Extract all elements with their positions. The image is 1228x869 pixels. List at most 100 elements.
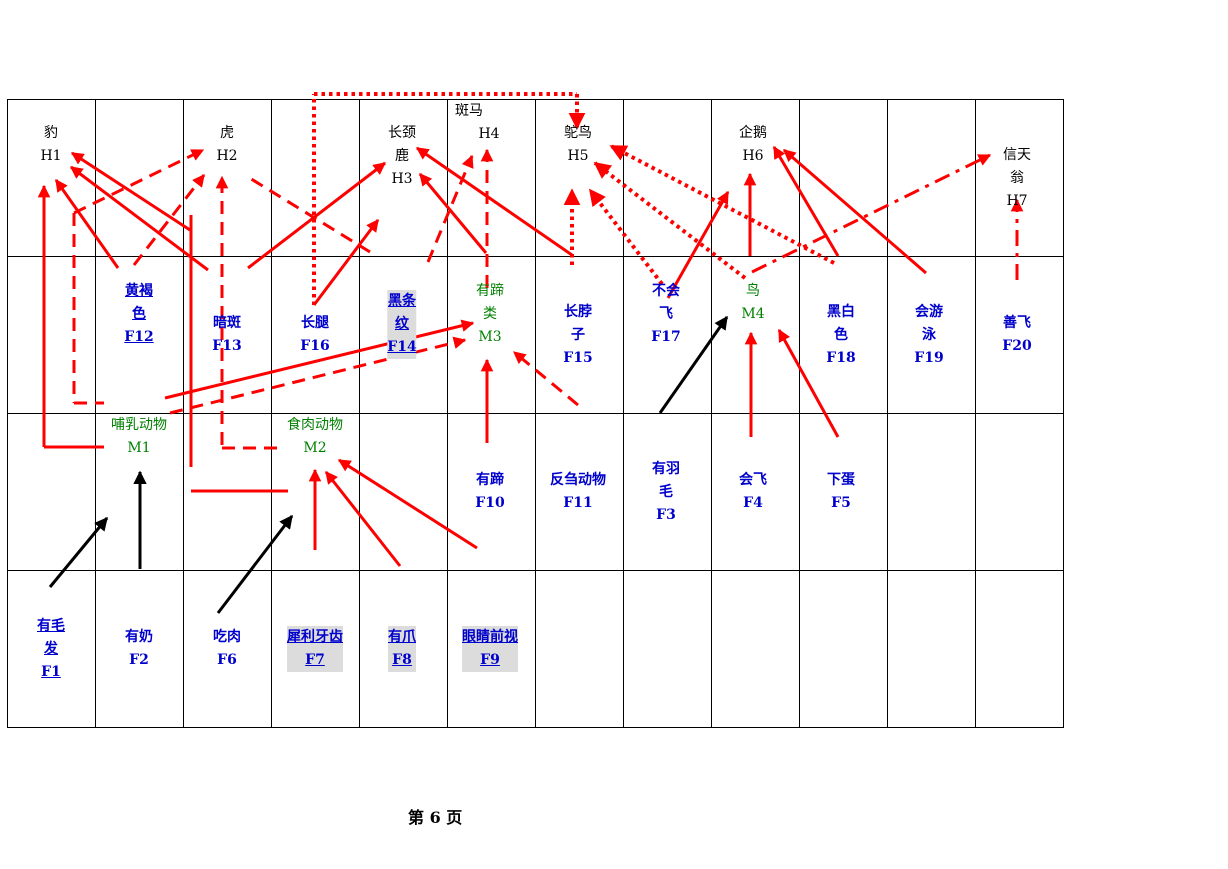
rule-arrow-9 (312, 218, 380, 306)
f12-code: F12 (124, 329, 154, 345)
h7-name-line1: 信天 (1003, 147, 1031, 163)
m3-code: M3 (478, 329, 502, 345)
hypothesis-h5: 鸵鸟 H5 (564, 122, 592, 168)
hypothesis-h3: 长颈 鹿 H3 (388, 122, 416, 191)
f14-line1: 黑条 (387, 290, 417, 313)
m1-code: M1 (127, 440, 151, 456)
rule-grid (7, 99, 1064, 728)
f19-code: F19 (914, 350, 944, 366)
f16-name: 长腿 (300, 315, 329, 331)
f15-code: F15 (563, 350, 593, 366)
f9-name: 眼睛前视 (462, 626, 518, 649)
rule-arrow-32 (337, 458, 478, 550)
f7-code: F7 (287, 649, 343, 672)
fact-f12[interactable]: 黄褐 色 F12 (124, 280, 153, 349)
h4-name: 斑马 (455, 103, 483, 119)
intermediate-m3: 有蹄 类 M3 (476, 280, 504, 349)
rule-arrow-20 (772, 145, 840, 257)
h1-code: H1 (40, 148, 62, 164)
f3-line2: 毛 (659, 484, 673, 500)
rule-arrow-11 (426, 154, 474, 263)
rule-arrow-24 (164, 319, 475, 400)
f18-line1: 黑白 (826, 304, 855, 320)
intermediate-m4: 鸟 M4 (741, 280, 764, 326)
fact-f7[interactable]: 犀利牙齿 F7 (287, 626, 343, 672)
h3-name-line1: 长颈 (388, 125, 416, 141)
f1-line2: 发 (44, 641, 58, 657)
f5-code: F5 (831, 495, 851, 511)
fact-f5: 下蛋 F5 (827, 469, 855, 515)
f12-line1: 黄褐 (124, 283, 153, 299)
rule-arrow-8 (247, 161, 387, 270)
h5-name: 鸵鸟 (564, 125, 592, 141)
fact-f1[interactable]: 有毛 发 F1 (37, 615, 65, 684)
f18-code: F18 (826, 350, 856, 366)
fact-f19: 会游 泳 F19 (914, 301, 943, 370)
f10-code: F10 (475, 495, 505, 511)
m1-name: 哺乳动物 (111, 417, 167, 433)
f16-code: F16 (300, 338, 330, 354)
rule-arrow-10 (418, 173, 488, 254)
rule-arrow-27 (513, 350, 579, 407)
rule-arrow-29 (777, 328, 840, 438)
rule-arrow-22 (751, 153, 992, 274)
f12-line2: 色 (131, 306, 146, 322)
f17-line2: 飞 (658, 306, 673, 322)
m3-line1: 有蹄 (476, 283, 504, 299)
page-footer: 第 6 页 (408, 808, 463, 827)
m2-name: 食肉动物 (287, 417, 343, 433)
h3-code: H3 (391, 171, 413, 187)
f19-line2: 泳 (921, 327, 936, 343)
h6-name: 企鹅 (739, 125, 767, 141)
rule-arrow-31 (324, 471, 402, 567)
f17-line1: 不会 (651, 283, 680, 299)
f18-line2: 色 (833, 327, 848, 343)
f14-line2: 纹 (387, 313, 417, 336)
rule-arrow-42 (48, 516, 109, 588)
intermediate-m1: 哺乳动物 M1 (111, 414, 167, 460)
hypothesis-h4: 斑马 H4 (455, 100, 500, 146)
fact-f3: 有羽 毛 F3 (652, 458, 680, 527)
m2-code: M2 (303, 440, 327, 456)
rule-arrow-4 (132, 174, 206, 266)
f11-code: F11 (563, 495, 593, 511)
fact-f14[interactable]: 黑条 纹 F14 (387, 290, 417, 359)
f3-code: F3 (656, 507, 676, 523)
rule-arrow-21 (783, 148, 927, 275)
f2-name: 有奶 (125, 629, 153, 645)
fact-f16: 长腿 F16 (300, 312, 329, 358)
h2-code: H2 (216, 148, 238, 164)
rule-arrow-45 (658, 315, 729, 414)
f14-code: F14 (387, 336, 417, 359)
fact-f11: 反刍动物 F11 (550, 469, 606, 515)
m4-code: M4 (741, 306, 765, 322)
fact-f18: 黑白 色 F18 (826, 301, 855, 370)
rule-arrow-13 (415, 146, 573, 257)
f5-name: 下蛋 (827, 472, 855, 488)
f2-code: F2 (129, 652, 149, 668)
f20-code: F20 (1002, 338, 1032, 354)
h7-code: H7 (1006, 193, 1028, 209)
h7-name-line2: 翁 (1010, 170, 1024, 186)
f6-code: F6 (217, 652, 237, 668)
fact-f9[interactable]: 眼睛前视 F9 (462, 626, 518, 672)
fact-f8[interactable]: 有爪 F8 (388, 626, 416, 672)
h4-code: H4 (478, 126, 500, 142)
f8-name: 有爪 (388, 626, 416, 649)
f4-code: F4 (743, 495, 763, 511)
rule-connector-7 (247, 175, 371, 254)
f6-name: 吃肉 (213, 629, 241, 645)
fact-f17: 不会 飞 F17 (651, 280, 680, 349)
f4-name: 会飞 (739, 472, 767, 488)
h3-name-line2: 鹿 (395, 148, 409, 164)
f19-line1: 会游 (914, 304, 943, 320)
h6-code: H6 (742, 148, 764, 164)
rule-arrow-1 (69, 165, 209, 272)
fact-f15: 长脖 子 F15 (563, 301, 592, 370)
f10-name: 有蹄 (475, 472, 504, 488)
f13-code: F13 (212, 338, 242, 354)
rule-arrow-5 (73, 148, 205, 215)
m3-line2: 类 (483, 306, 497, 322)
f1-line1: 有毛 (37, 618, 65, 634)
f20-name: 善飞 (1002, 315, 1031, 331)
